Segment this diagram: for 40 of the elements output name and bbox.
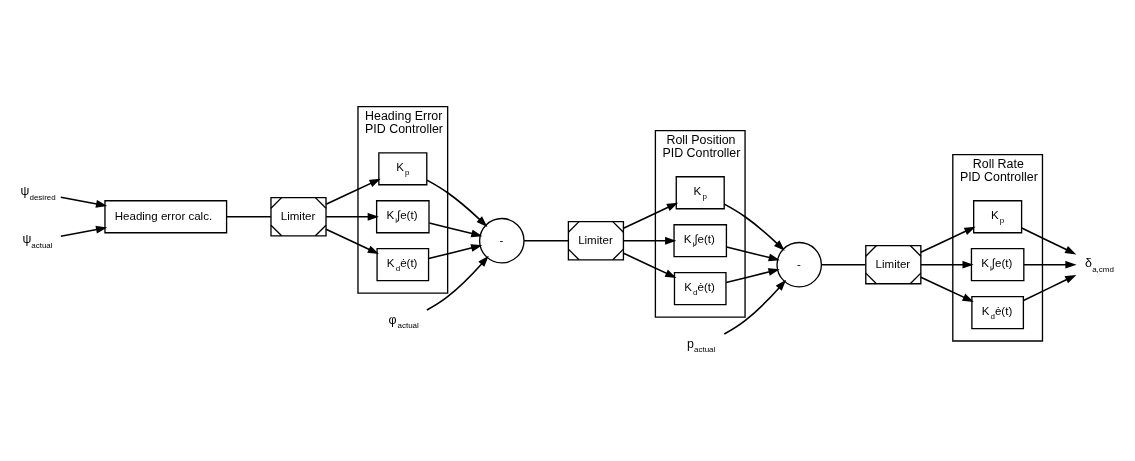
arrow	[426, 255, 489, 311]
node-box: K$_{p}$	[973, 200, 1023, 234]
arrow	[325, 212, 379, 221]
connector	[226, 215, 272, 218]
node-box: Heading error calc.	[104, 200, 228, 234]
arrow	[60, 196, 108, 208]
arrow	[920, 260, 974, 269]
arrow	[723, 203, 785, 251]
node-text: δ$_{a,cmd}$	[1085, 256, 1114, 274]
arrow	[622, 202, 679, 230]
arrow	[622, 252, 677, 278]
arrow	[60, 225, 108, 238]
node-box: K$_{i}$∫e(t)	[970, 248, 1025, 282]
arrow	[325, 228, 379, 254]
node-box: K$_{i}$∫e(t)	[375, 200, 430, 234]
node-text: φ$_{actual}$	[388, 312, 419, 331]
node-text: ψ$_{desired}$	[20, 184, 56, 202]
arrow	[920, 226, 976, 253]
node-text: ψ$_{actual}$	[22, 232, 53, 250]
node-box: K$_{p}$	[675, 176, 725, 210]
node-box: K$_{p}$	[378, 152, 428, 186]
arrow	[723, 279, 787, 335]
connector	[523, 239, 569, 242]
arrow	[622, 236, 677, 245]
arrow	[1020, 227, 1077, 255]
node-box: K$_{d}$ė(t)	[673, 272, 727, 306]
node-text: p$_{actual}$	[686, 336, 716, 355]
arrow	[325, 178, 381, 206]
node-box: K$_{d}$ė(t)	[376, 248, 430, 282]
arrow	[725, 246, 780, 262]
node-box: K$_{i}$∫e(t)	[673, 224, 728, 258]
arrow	[426, 179, 488, 227]
arrow	[428, 222, 483, 238]
node-box: K$_{d}$ė(t)	[971, 295, 1025, 330]
connector	[820, 263, 867, 266]
arrow	[725, 268, 780, 284]
arrow	[1022, 274, 1077, 302]
arrow	[920, 276, 974, 302]
arrow	[1023, 260, 1077, 269]
arrow	[427, 244, 483, 260]
